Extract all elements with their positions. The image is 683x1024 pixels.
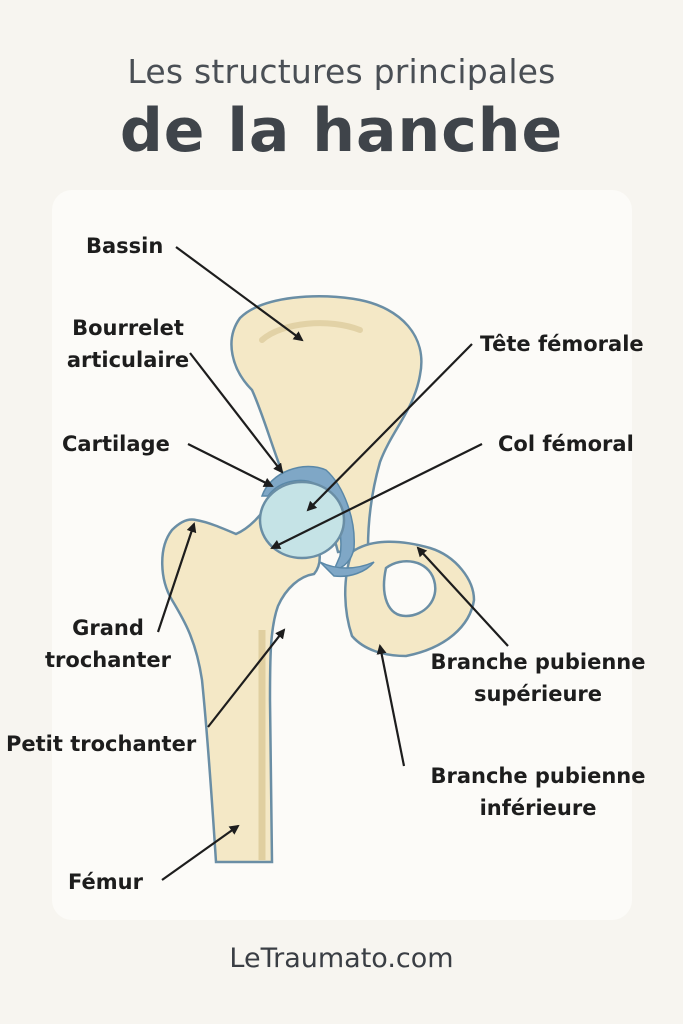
labrum-lower: [319, 561, 375, 578]
label-branche-inf-line-2: inférieure: [479, 796, 597, 820]
label-col-femoral: Col fémoral: [498, 432, 634, 456]
arrow-branche-inf: [376, 644, 406, 767]
title-line-2: de la hanche: [119, 96, 564, 166]
label-tete-femorale: Tête fémorale: [480, 332, 644, 356]
label-bassin: Bassin: [86, 234, 164, 258]
femoral-head-shape: [258, 480, 346, 560]
arrow-grand-trochanter: [156, 522, 197, 633]
label-petit-trochanter: Petit trochanter: [6, 732, 197, 756]
label-bourrelet-line-1: Bourrelet: [72, 316, 184, 340]
pointer-arrows: [156, 246, 509, 881]
pelvis-inner-shade: [259, 320, 363, 343]
label-grand-trochanter-line-1: Grand: [72, 616, 144, 640]
label-branche-pubienne-inferieure: Branche pubienne inférieure: [406, 760, 670, 824]
title-line-1: Les structures principales: [127, 52, 556, 91]
arrow-femur: [161, 824, 240, 881]
arrow-bourrelet: [189, 352, 284, 474]
arrow-tete-femorale: [306, 343, 473, 512]
label-grand-trochanter: Grand trochanter: [36, 612, 180, 676]
label-cartilage: Cartilage: [62, 432, 170, 456]
label-femur: Fémur: [68, 870, 143, 894]
arrow-bassin: [175, 246, 304, 342]
label-branche-sup-line-1: Branche pubienne: [430, 650, 646, 674]
label-bourrelet-articulaire: Bourrelet articulaire: [58, 312, 198, 376]
arrow-branche-sup: [416, 546, 509, 647]
arrow-cartilage: [187, 443, 274, 487]
pubic-ramus-shape: [344, 540, 476, 658]
label-bourrelet-line-2: articulaire: [66, 348, 190, 372]
label-branche-sup-line-2: supérieure: [473, 682, 603, 706]
arrow-col-femoral: [270, 443, 483, 549]
arrow-petit-trochanter: [207, 628, 286, 728]
label-branche-inf-line-1: Branche pubienne: [430, 764, 646, 788]
footer-site-name: LeTraumato.com: [229, 943, 454, 974]
label-branche-pubienne-superieure: Branche pubienne supérieure: [406, 646, 670, 710]
pelvis-shape: [230, 294, 423, 554]
label-grand-trochanter-line-2: trochanter: [45, 648, 171, 672]
